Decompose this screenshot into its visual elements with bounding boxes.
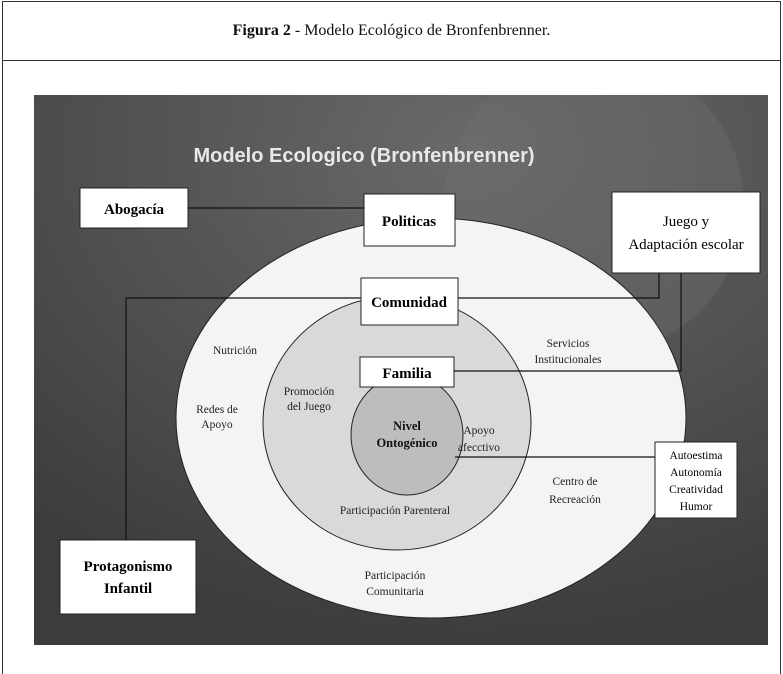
label-redes-1: Redes de [196, 404, 238, 416]
label-redes-2: Apoyo [201, 419, 233, 431]
figure-caption: Figura 2 - Modelo Ecológico de Bronfenbr… [3, 2, 780, 61]
diagram-title: Modelo Ecologico (Bronfenbrenner) [193, 145, 534, 167]
box-juego: Juego y Adaptación escolar [611, 191, 761, 274]
box-politicas-label: Politicas [382, 214, 436, 230]
connector-lines [125, 207, 682, 540]
box-autoestima: Autoestima Autonomía Creatividad Humor [654, 441, 738, 519]
label-participacion-com-2: Comunitaria [366, 586, 424, 598]
box-autoestima-label-1: Autoestima [669, 450, 722, 462]
familia-connector [454, 245, 682, 372]
label-participacion-parenteral: Participación Parenteral [340, 505, 450, 517]
box-comunidad: Comunidad [360, 277, 459, 326]
label-nivel-1: Nivel [393, 419, 421, 433]
box-abogacia: Abogacía [79, 187, 189, 229]
box-autoestima-label-2: Autonomía [670, 467, 722, 479]
ring-labels: Nutrición Redes de Apoyo Servicios Insti… [196, 338, 602, 598]
box-comunidad-label: Comunidad [371, 295, 448, 311]
box-protagonismo-label-1: Protagonismo [84, 559, 173, 575]
label-participacion-com-1: Participación [365, 570, 426, 582]
caption-separator: - [290, 22, 305, 39]
label-servicios-2: Institucionales [534, 354, 602, 366]
box-familia-label: Familia [382, 366, 432, 382]
label-apoyo-2: afecctivo [458, 442, 500, 454]
label-apoyo-1: Apoyo [463, 425, 495, 437]
box-autoestima-label-3: Creatividad [669, 484, 723, 496]
label-promocion-1: Promoción [284, 386, 335, 398]
box-juego-label-1: Juego y [663, 214, 710, 230]
label-servicios-1: Servicios [547, 338, 590, 350]
inner-ellipse [350, 374, 464, 496]
label-centro-1: Centro de [552, 476, 597, 488]
caption-text: Modelo Ecológico de Bronfenbrenner. [304, 22, 551, 39]
box-protagonismo: Protagonismo Infantil [59, 539, 197, 615]
label-nutricion: Nutrición [213, 345, 257, 357]
nivel-ontogenico-label: Nivel Ontogénico [376, 419, 437, 450]
box-protagonismo-label-2: Infantil [104, 581, 152, 597]
label-centro-2: Recreación [549, 494, 601, 506]
box-familia: Familia [359, 356, 455, 388]
protagonismo-connector [125, 297, 364, 540]
ecological-model-diagram: Modelo Ecologico (Bronfenbrenner) Abogac… [34, 95, 768, 645]
label-promocion-2: del Juego [287, 401, 331, 413]
box-juego-label-2: Adaptación escolar [628, 237, 743, 253]
box-politicas: Politicas [363, 193, 456, 247]
figure-label: Figura 2 [232, 22, 291, 39]
label-nivel-2: Ontogénico [376, 436, 437, 450]
juego-connector [455, 273, 660, 299]
box-abogacia-label: Abogacía [104, 202, 165, 218]
box-autoestima-label-4: Humor [680, 501, 713, 513]
